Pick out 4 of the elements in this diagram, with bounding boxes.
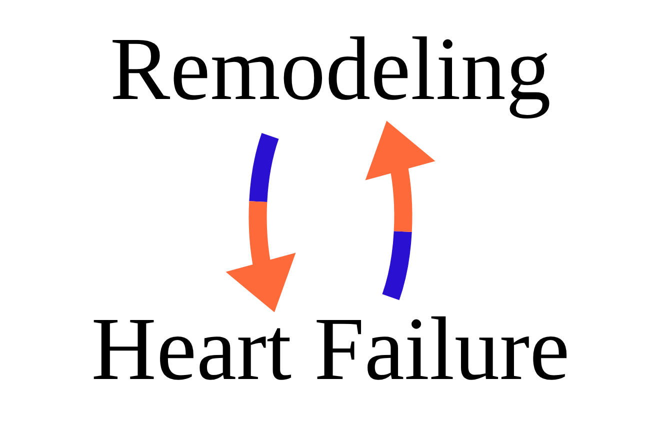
node-text: Remodeling	[110, 18, 550, 119]
arrow	[225, 132, 296, 312]
arrow	[364, 120, 435, 300]
node-text: Heart Failure	[90, 298, 570, 398]
